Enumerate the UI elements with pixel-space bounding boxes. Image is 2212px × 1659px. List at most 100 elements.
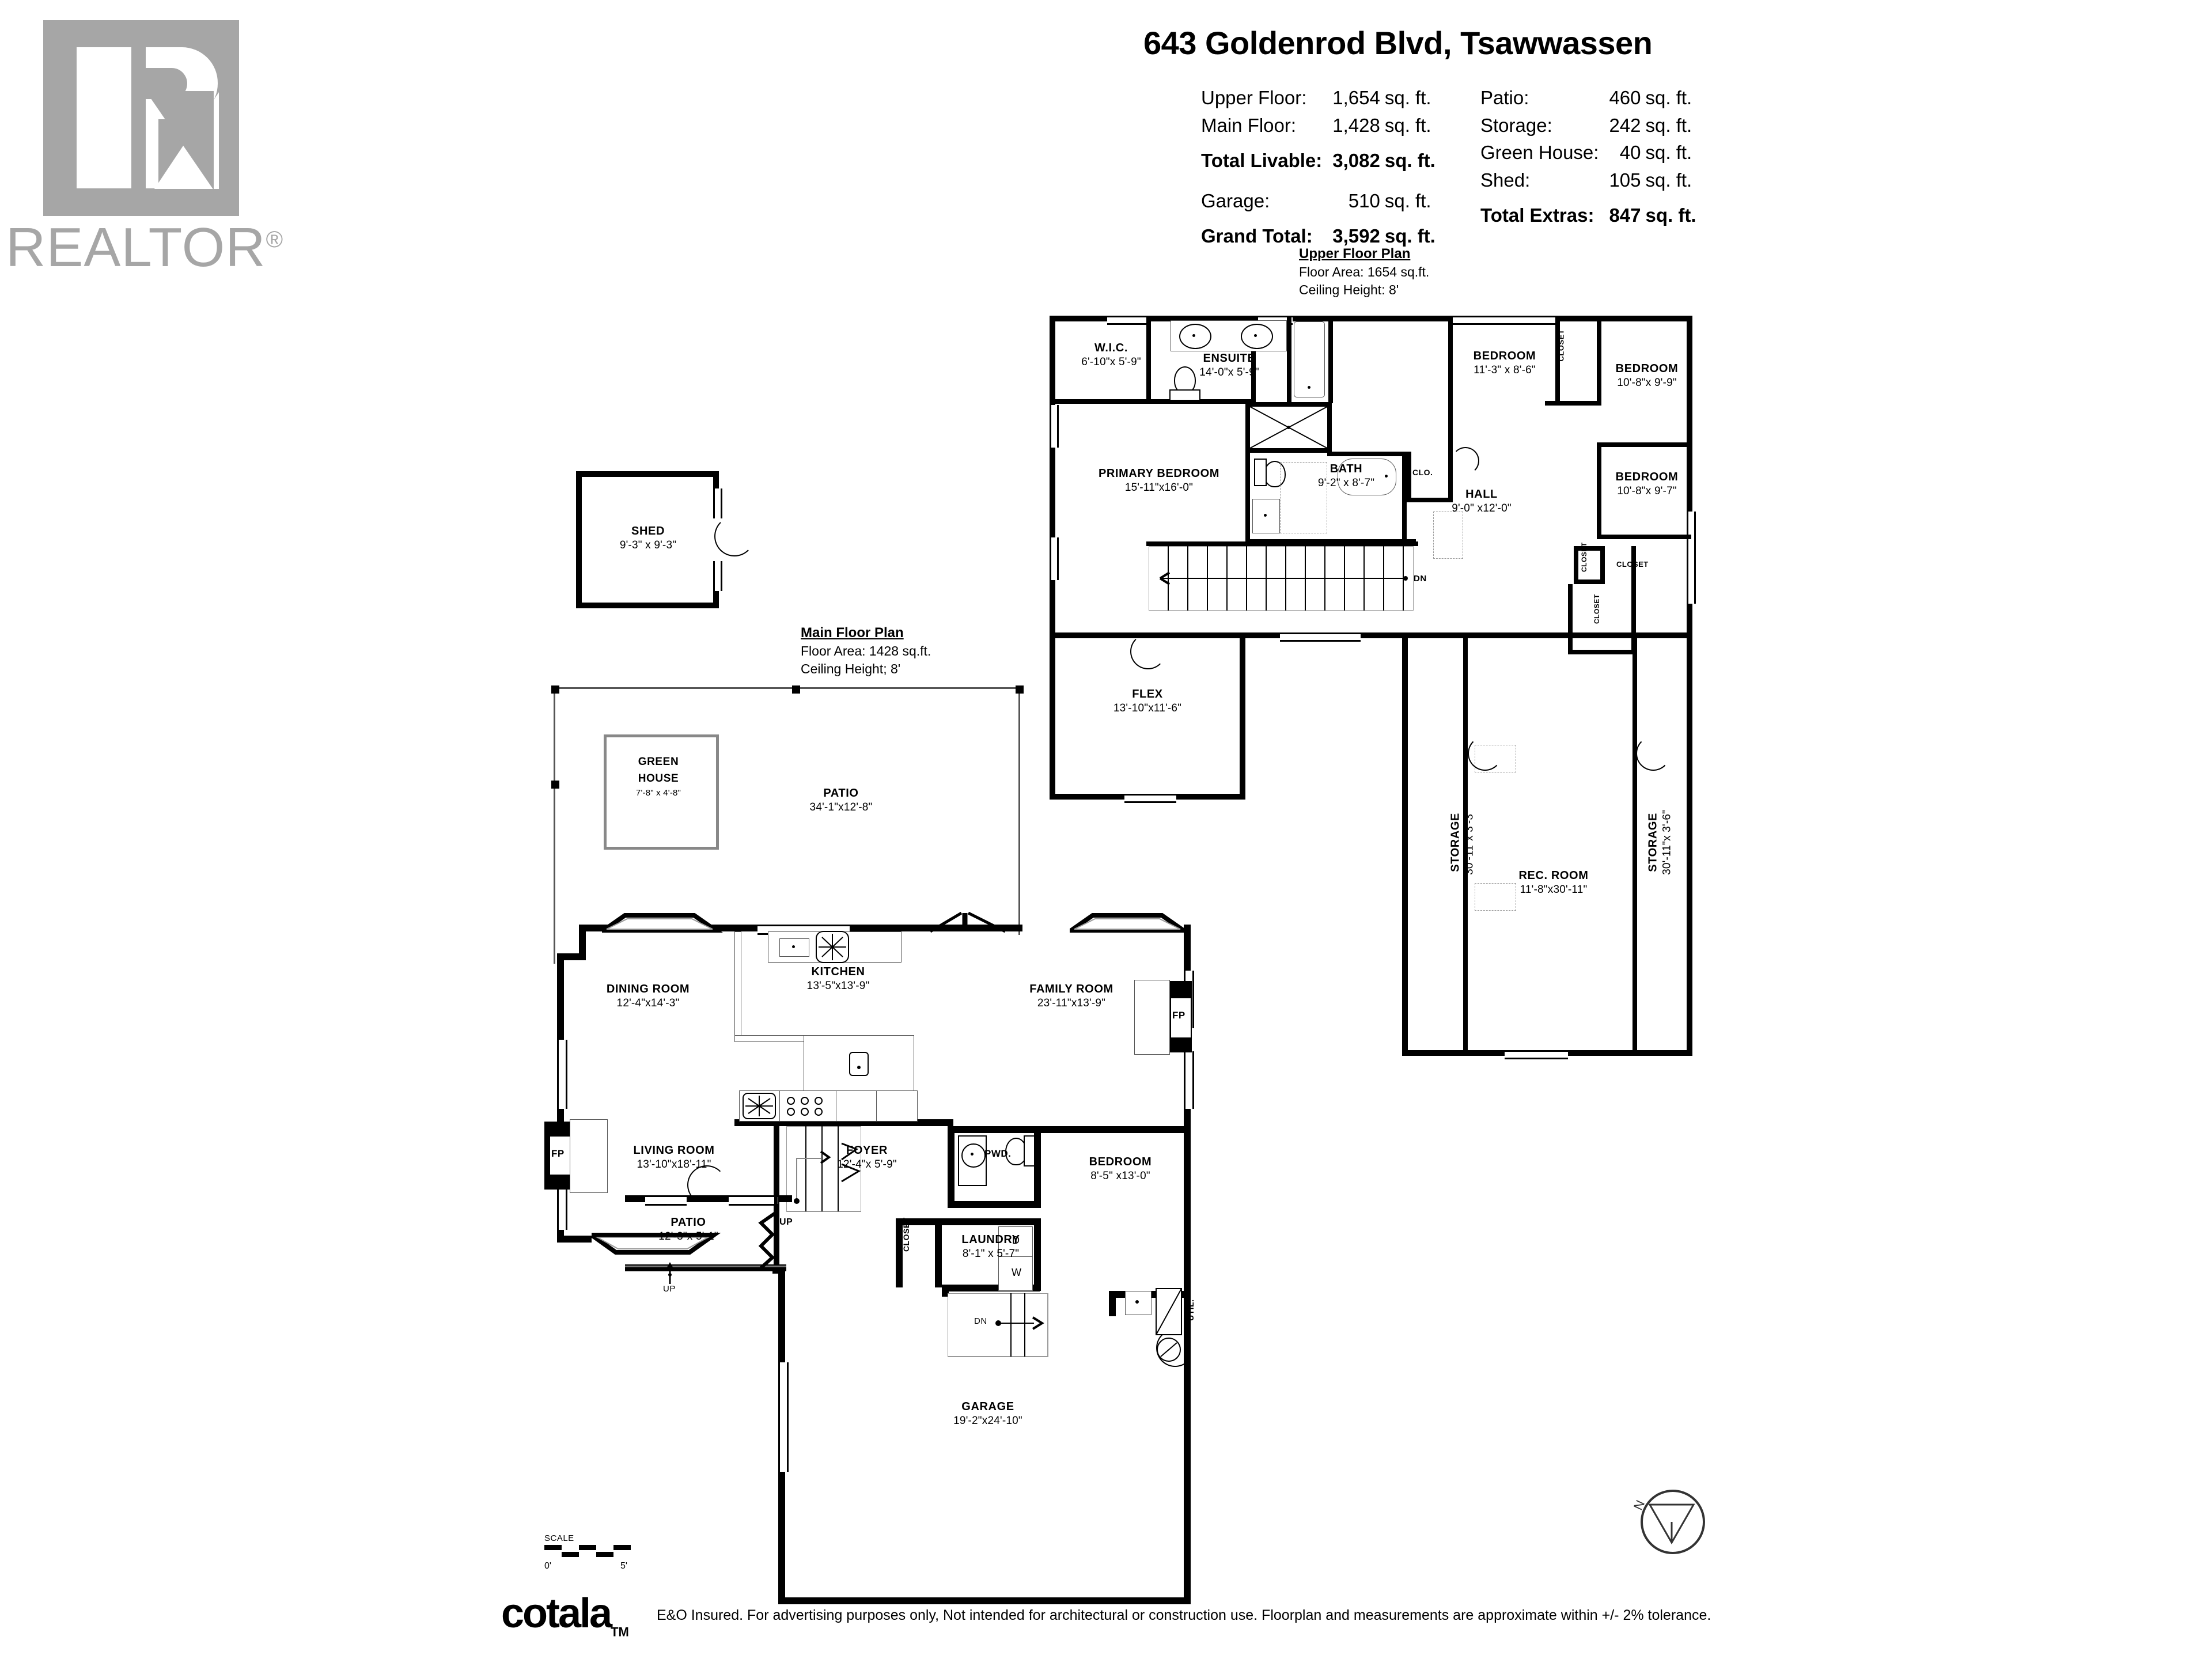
tub-drain <box>1385 475 1388 478</box>
room-label-ensuite: ENSUITE 14'-0"x 5'-9" <box>1199 352 1259 378</box>
fireplace-opening <box>1170 997 1192 1039</box>
greenhouse-outline <box>604 734 719 850</box>
wall <box>1034 1126 1041 1208</box>
room-label-storage-left: STORAGE 30'-11"x 3'-3" <box>1449 809 1476 875</box>
wall <box>948 1201 1040 1208</box>
cooktop-icon <box>816 931 849 963</box>
patio-outline <box>1018 687 1020 935</box>
sink-drain <box>1192 334 1195 337</box>
wall <box>713 585 719 608</box>
cabinet <box>876 1090 918 1122</box>
room-label-greenhouse: GREEN HOUSE 7'-8" x 4'-8" <box>635 756 681 798</box>
wall <box>1050 316 1055 638</box>
wall <box>576 471 719 477</box>
up-arrow-icon <box>665 1262 675 1284</box>
wall <box>1146 399 1256 404</box>
powder-room-label: PWD. <box>984 1148 1012 1159</box>
kitchen-counter <box>734 1035 810 1042</box>
bay-window-icon <box>592 1233 721 1255</box>
room-label-primary-bedroom: PRIMARY BEDROOM 15'-11"x16'-0" <box>1098 467 1220 494</box>
tub-drain <box>1308 386 1310 389</box>
room-label-bedroom-1: BEDROOM 11'-3" x 8'-6" <box>1473 350 1536 376</box>
wall <box>1402 632 1408 1056</box>
floor-vent <box>1475 883 1516 911</box>
room-label-patio-front: PATIO 12'-3"x 5'-1" <box>658 1216 718 1243</box>
window <box>1124 794 1176 803</box>
room-label-bedroom-2: BEDROOM 10'-8"x 9'-9" <box>1615 362 1679 389</box>
main-floor-plan-drawing: GREEN HOUSE 7'-8" x 4'-8" PATIO 34'-1"x1… <box>544 683 1218 1604</box>
door-swing <box>714 516 755 556</box>
patio-post <box>551 685 559 694</box>
staircase-up-icon <box>786 1126 861 1212</box>
window <box>1453 316 1555 325</box>
wall <box>896 1218 903 1287</box>
sink-drain <box>1264 514 1267 517</box>
room-label-living-room: LIVING ROOM 13'-10"x18'-11" <box>633 1144 715 1171</box>
wall <box>942 1291 949 1297</box>
main-floor-plan-heading: Main Floor Plan Floor Area: 1428 sq.ft. … <box>801 624 931 678</box>
upper-floor-area: Floor Area: 1654 sq.ft. <box>1299 264 1430 280</box>
bathtub <box>1294 321 1325 397</box>
wall <box>772 1269 779 1274</box>
toilet-tank <box>1169 389 1200 401</box>
washer <box>998 1256 1033 1291</box>
kitchen-counter <box>734 931 741 1042</box>
cabinet <box>836 1090 877 1122</box>
wall <box>1245 402 1331 407</box>
patio-up-label: UP <box>663 1284 676 1294</box>
patio-post <box>551 781 559 789</box>
room-label-bedroom-3: BEDROOM 10'-8"x 9'-7" <box>1615 471 1679 497</box>
wall <box>896 1218 942 1225</box>
scale-segment <box>579 1545 596 1550</box>
room-label-garage: GARAGE 19'-2"x24'-10" <box>953 1400 1022 1427</box>
patio-post <box>1016 685 1024 694</box>
upper-ceiling-height: Ceiling Height: 8' <box>1299 282 1399 298</box>
main-floor-area: Floor Area: 1428 sq.ft. <box>801 643 931 659</box>
window <box>1687 512 1696 604</box>
room-label-rec-room: REC. ROOM 11'-8"x30'-11" <box>1518 869 1589 896</box>
wall <box>1574 546 1604 551</box>
appliance-cooktop <box>779 1090 837 1122</box>
wall <box>1184 1086 1191 1259</box>
patio-outline <box>554 687 555 964</box>
door-swing <box>1156 1329 1194 1367</box>
window <box>713 488 722 518</box>
wall <box>948 1126 955 1207</box>
stairs-dn-label: DN <box>1414 574 1427 584</box>
wall <box>1407 498 1453 502</box>
upper-floor-plan-title: Upper Floor Plan <box>1299 246 1411 262</box>
wall <box>1287 316 1291 403</box>
door-swing <box>1130 634 1166 669</box>
wall <box>1407 452 1411 502</box>
cotala-brand: cotala <box>501 1590 612 1637</box>
wall <box>1327 452 1409 456</box>
wall <box>1633 638 1637 1056</box>
page-title: 643 Goldenrod Blvd, Tsawwassen <box>1143 25 1653 61</box>
room-label-bath: BATH 9'-2" x 8'-7" <box>1317 463 1375 489</box>
sink-basin <box>961 1143 986 1168</box>
wall <box>576 603 719 608</box>
staircase-dn-icon <box>948 1293 1048 1357</box>
window <box>1050 405 1059 448</box>
disclaimer-text: E&O Insured. For advertising purposes on… <box>657 1607 1711 1623</box>
wall <box>942 1218 1040 1225</box>
wall <box>1597 316 1601 406</box>
window <box>1505 1050 1568 1059</box>
scale-segment <box>613 1545 631 1550</box>
wall <box>1034 1218 1041 1291</box>
room-label-flex: FLEX 13'-10"x11'-6" <box>1113 688 1182 714</box>
wall <box>1109 1291 1116 1316</box>
sink-basin <box>1241 324 1273 349</box>
clo-label: CLO. <box>1412 468 1433 477</box>
wall <box>1463 638 1468 1056</box>
room-label-laundry: LAUNDRY 8'-1" x 5'-7" <box>961 1233 1020 1260</box>
window <box>729 1195 778 1206</box>
window <box>1280 632 1361 642</box>
burners-icon <box>787 1097 823 1116</box>
